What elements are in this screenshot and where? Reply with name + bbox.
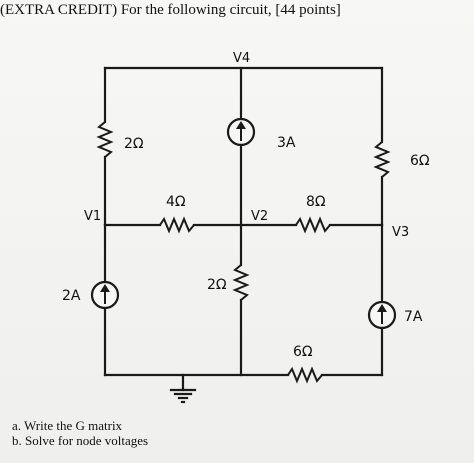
- question-list: a. Write the G matrix b. Solve for node …: [12, 418, 148, 448]
- node-label-v3: V3: [392, 225, 409, 240]
- arrowhead-icon: [100, 284, 110, 292]
- resistor-label-v2-ground: 2Ω: [207, 277, 227, 293]
- resistor-v2-ground: [232, 264, 250, 301]
- ground-icon: [169, 388, 197, 404]
- resistor-v1-v2: [159, 216, 195, 234]
- resistor-label-v2-v3: 8Ω: [306, 194, 326, 210]
- node-label-v2: V2: [251, 209, 268, 224]
- resistor-label-right-top: 6Ω: [410, 153, 430, 169]
- resistor-label-bottom-right: 6Ω: [293, 344, 313, 360]
- source-label-7a: 7A: [404, 309, 423, 325]
- problem-header: (EXTRA CREDIT) For the following circuit…: [0, 2, 341, 18]
- source-label-3a: 3A: [277, 135, 296, 151]
- question-a: a. Write the G matrix: [12, 418, 123, 433]
- source-label-2a: 2A: [62, 288, 81, 304]
- resistor-bottom-right: [287, 366, 323, 384]
- resistor-right-top: [373, 141, 391, 178]
- resistor-label-v1-v2: 4Ω: [166, 194, 186, 210]
- resistor-left-top: [96, 121, 114, 158]
- arrowhead-icon: [236, 121, 246, 129]
- arrowhead-icon: [377, 304, 387, 312]
- resistor-v2-v3: [295, 216, 331, 234]
- node-label-v4: V4: [233, 51, 250, 66]
- question-b: b. Solve for node voltages: [12, 433, 149, 448]
- node-label-v1: V1: [84, 209, 101, 224]
- resistor-label-left-top: 2Ω: [124, 136, 144, 152]
